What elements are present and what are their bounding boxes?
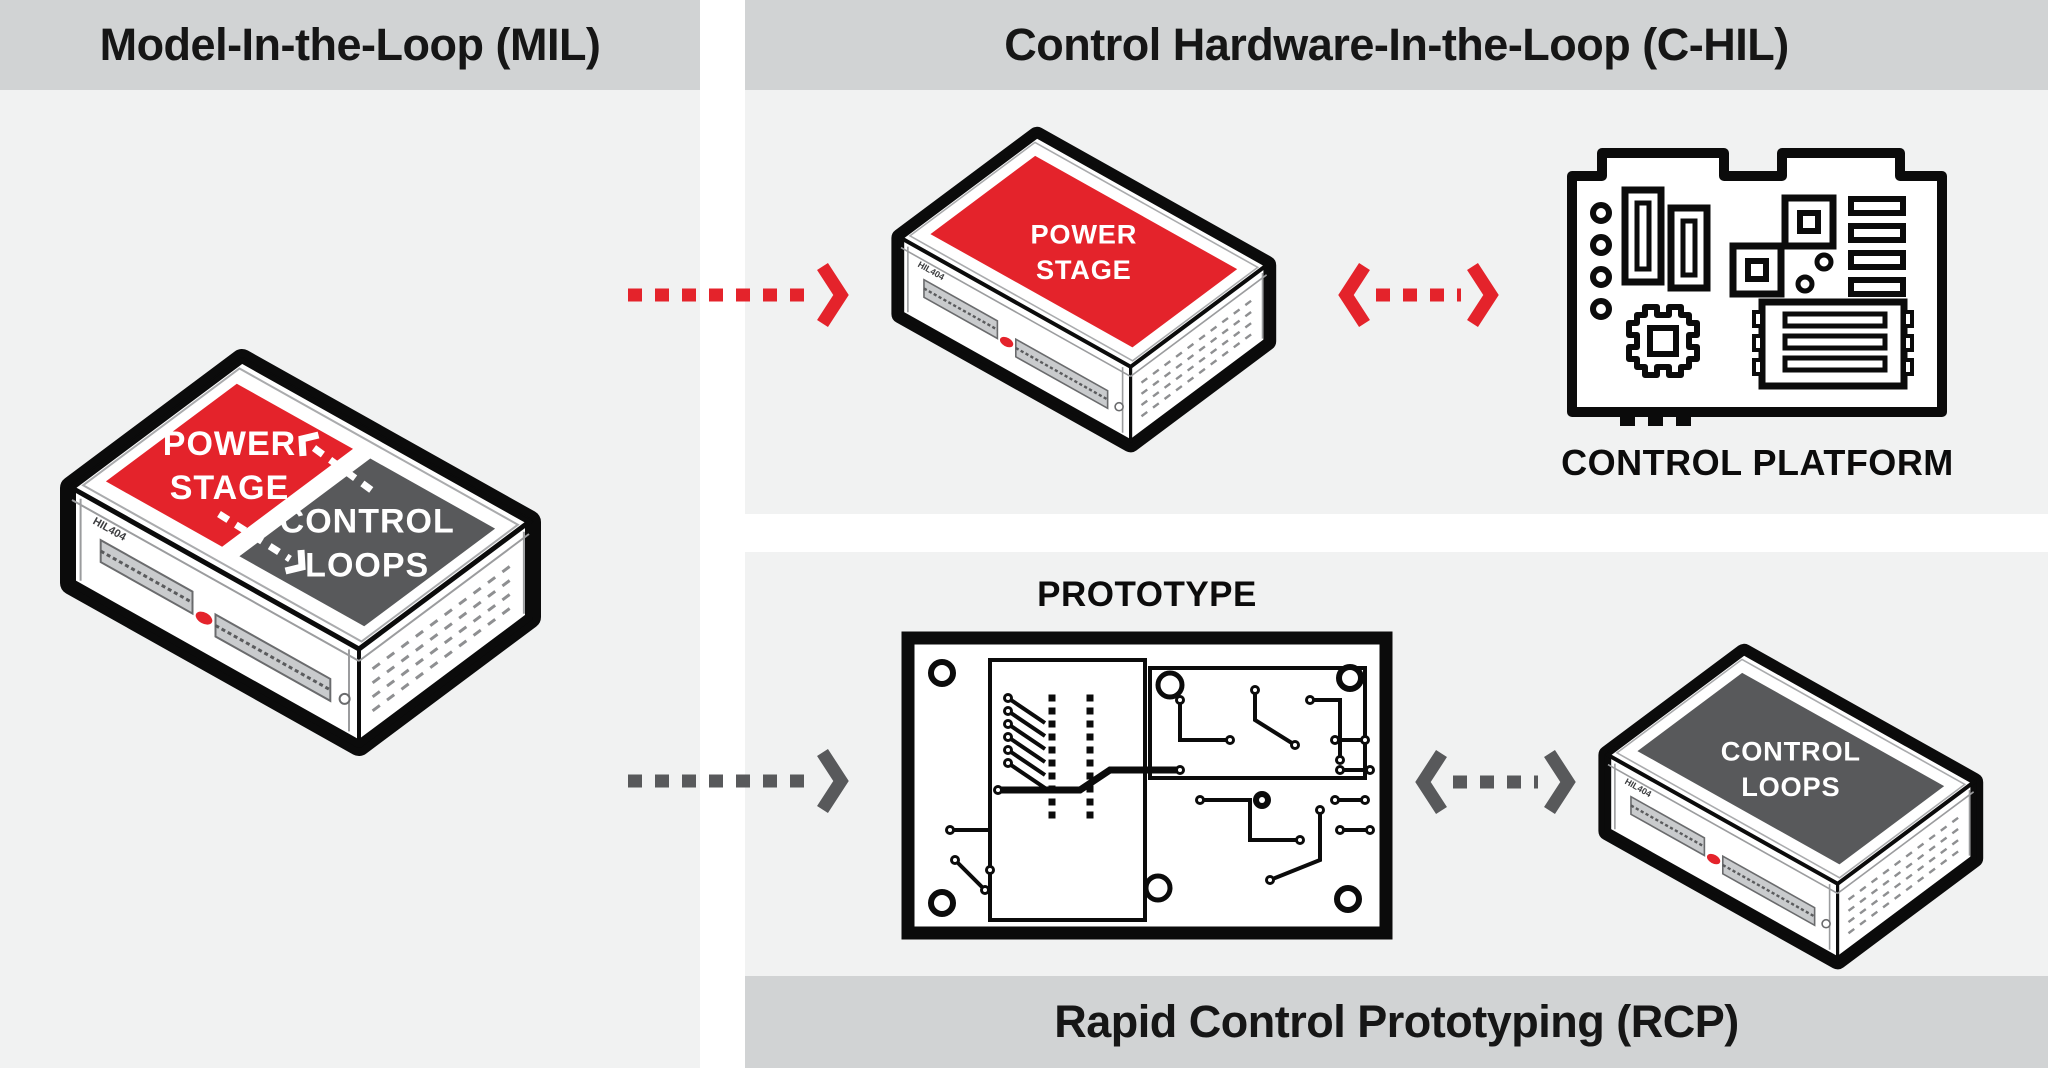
plate-label: POWER bbox=[163, 425, 296, 463]
panel-mil-title: Model-In-the-Loop (MIL) bbox=[99, 19, 601, 70]
panel-rcp-title: Rapid Control Prototyping (RCP) bbox=[1054, 996, 1739, 1047]
plate-label: LOOPS bbox=[305, 546, 429, 584]
plate-label: CONTROL bbox=[1721, 736, 1861, 767]
panel-chil-title: Control Hardware-In-the-Loop (C-HIL) bbox=[1004, 19, 1789, 70]
power-led bbox=[1114, 401, 1124, 412]
mil-to-prototype-arrow bbox=[628, 748, 849, 814]
typhoon-logo bbox=[1706, 853, 1721, 865]
prototype-label: PROTOTYPE bbox=[1037, 575, 1257, 614]
power-control-exchange-arrow bbox=[217, 431, 377, 575]
plate-label: STAGE bbox=[1036, 254, 1132, 285]
prototype-pcb bbox=[901, 631, 1393, 940]
control-platform-icon bbox=[1567, 148, 1947, 426]
typhoon-logo bbox=[195, 611, 213, 625]
control-platform-label: CONTROL PLATFORM bbox=[1561, 442, 1954, 483]
plate-label: LOOPS bbox=[1741, 771, 1840, 802]
panel-chil: Control Hardware-In-the-Loop (C-HIL) bbox=[745, 0, 2048, 514]
mil-to-chil-arrow bbox=[628, 262, 849, 328]
panel-mil-header: Model-In-the-Loop (MIL) bbox=[0, 0, 700, 90]
power-led bbox=[1821, 918, 1831, 929]
panel-rcp-header: Rapid Control Prototyping (RCP) bbox=[745, 976, 2048, 1068]
chil-platform-arrow bbox=[1338, 262, 1499, 328]
prototype-rcp-arrow bbox=[1415, 749, 1576, 815]
power-led bbox=[338, 692, 351, 705]
panel-chil-header: Control Hardware-In-the-Loop (C-HIL) bbox=[745, 0, 2048, 90]
plate-label: CONTROL bbox=[280, 502, 455, 540]
plate-label: STAGE bbox=[170, 469, 290, 507]
power-stage-plate bbox=[930, 155, 1238, 348]
plate-label: POWER bbox=[1030, 219, 1137, 250]
power-stage-plate bbox=[105, 383, 354, 547]
control-loops-plate bbox=[239, 458, 496, 627]
control-loops-plate bbox=[1637, 672, 1945, 865]
typhoon-logo bbox=[999, 336, 1014, 348]
